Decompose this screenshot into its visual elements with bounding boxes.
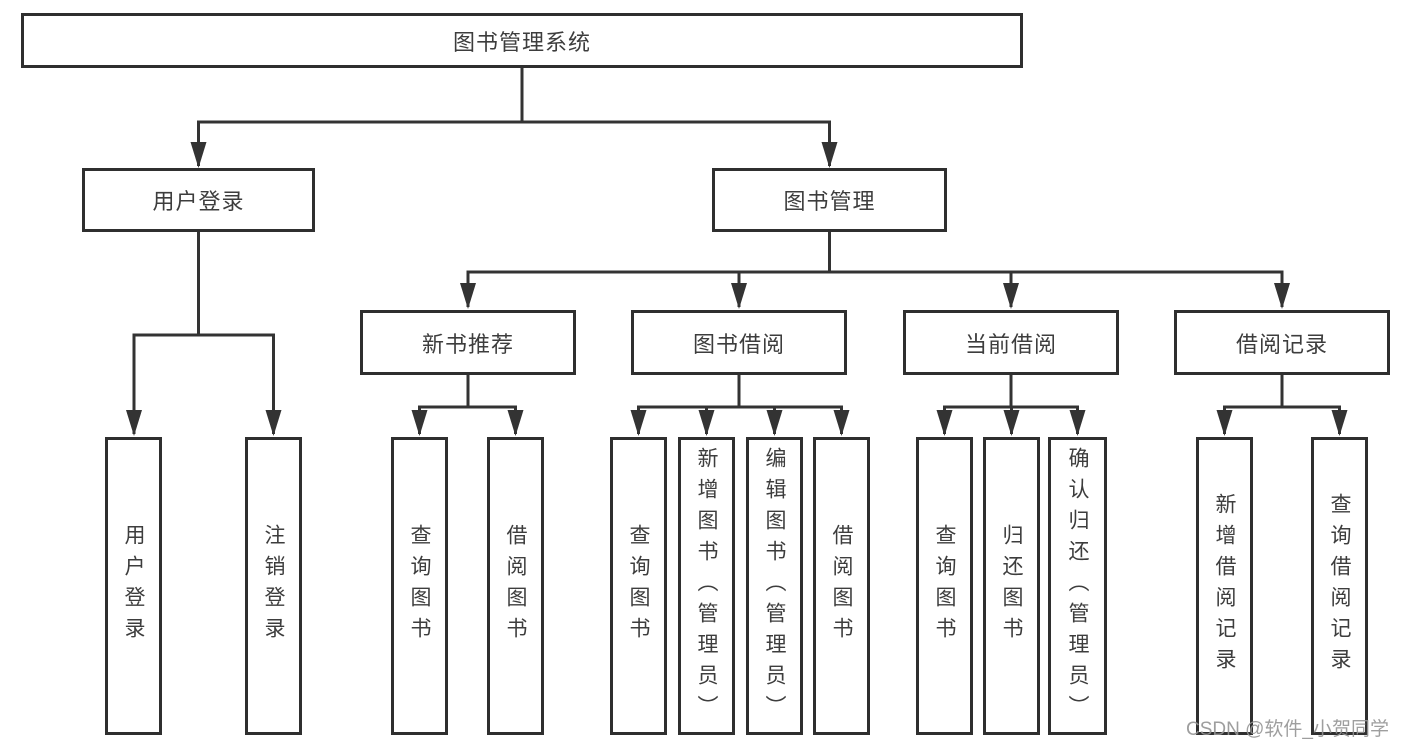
leaf-logout-label: 注销登录: [262, 524, 285, 648]
leaf-query-borrow-record: 查询借阅记录: [1311, 437, 1368, 735]
node-borrow-records-label: 借阅记录: [1235, 331, 1328, 357]
connector-user-login-children: [126, 232, 282, 436]
connector-book-borrow-children: [630, 375, 850, 436]
node-new-book-recommend-label: 新书推荐: [421, 331, 514, 357]
connector-new-book-children: [411, 375, 524, 436]
node-book-borrow-label: 图书借阅: [692, 331, 785, 357]
leaf-newbook-borrow-book: 借阅图书: [487, 437, 544, 735]
leaf-logout: 注销登录: [245, 437, 302, 735]
node-root-label: 图书管理系统: [452, 29, 591, 55]
leaf-newbook-query-book: 查询图书: [391, 437, 448, 735]
node-root-library-system: 图书管理系统: [21, 13, 1023, 68]
node-current-borrow-label: 当前借阅: [964, 331, 1057, 357]
leaf-borrow-book: 借阅图书: [813, 437, 870, 735]
node-user-login: 用户登录: [82, 168, 315, 232]
leaf-add-book-admin: 新增图书（管理员）: [678, 437, 735, 735]
leaf-confirm-return-admin-label: 确认归还（管理员）: [1066, 446, 1089, 726]
leaf-current-query-book-label: 查询图书: [933, 524, 956, 648]
connector-book-management-children: [460, 232, 1290, 309]
connector-current-borrow-children: [936, 375, 1086, 436]
leaf-newbook-query-book-label: 查询图书: [408, 524, 431, 648]
leaf-borrow-book-label: 借阅图书: [830, 524, 853, 648]
leaf-add-book-admin-label: 新增图书（管理员）: [695, 446, 718, 726]
leaf-return-book: 归还图书: [983, 437, 1040, 735]
node-book-borrow: 图书借阅: [631, 310, 847, 375]
leaf-add-borrow-record: 新增借阅记录: [1196, 437, 1253, 735]
leaf-query-borrow-record-label: 查询借阅记录: [1328, 493, 1351, 679]
leaf-edit-book-admin-label: 编辑图书（管理员）: [763, 446, 786, 726]
node-current-borrow: 当前借阅: [903, 310, 1119, 375]
leaf-user-login: 用户登录: [105, 437, 162, 735]
leaf-newbook-borrow-book-label: 借阅图书: [504, 524, 527, 648]
leaf-borrow-query-book: 查询图书: [610, 437, 667, 735]
leaf-user-login-label: 用户登录: [122, 524, 145, 648]
leaf-confirm-return-admin: 确认归还（管理员）: [1048, 437, 1107, 735]
connector-borrow-records-children: [1216, 375, 1348, 436]
leaf-current-query-book: 查询图书: [916, 437, 973, 735]
node-user-login-label: 用户登录: [152, 189, 245, 214]
leaf-borrow-query-book-label: 查询图书: [627, 524, 650, 648]
node-book-management-label: 图书管理: [783, 189, 876, 214]
csdn-watermark: CSDN @软件_小贺同学: [1186, 719, 1389, 740]
leaf-return-book-label: 归还图书: [1000, 524, 1023, 648]
node-book-management: 图书管理: [712, 168, 947, 232]
node-new-book-recommend: 新书推荐: [360, 310, 576, 375]
connector-root-to-level2: [190, 68, 838, 168]
leaf-edit-book-admin: 编辑图书（管理员）: [746, 437, 803, 735]
node-borrow-records: 借阅记录: [1174, 310, 1390, 375]
leaf-add-borrow-record-label: 新增借阅记录: [1213, 493, 1236, 679]
